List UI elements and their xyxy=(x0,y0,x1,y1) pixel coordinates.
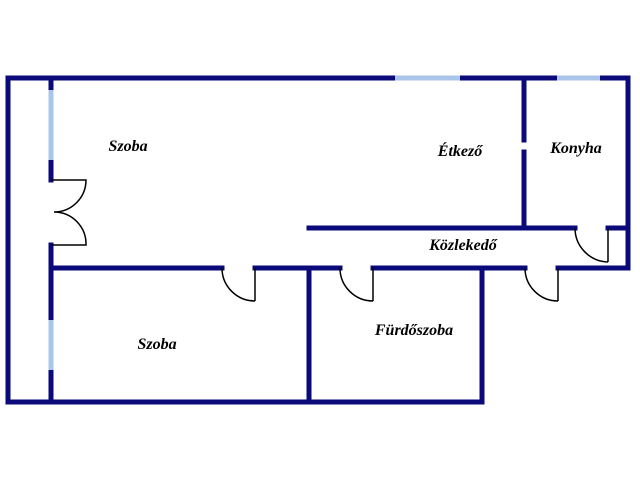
windows xyxy=(48,75,600,370)
room-label-kozlekedo: Közlekedő xyxy=(429,237,497,254)
door xyxy=(221,267,256,302)
room-label-konyha: Konyha xyxy=(550,140,602,157)
room-label-etkezo: Étkező xyxy=(437,143,483,160)
doors xyxy=(51,179,609,302)
room-label-szoba-2: Szoba xyxy=(137,336,177,353)
door xyxy=(524,267,559,302)
room-label-furdoszoba: Fürdőszoba xyxy=(374,322,454,339)
door xyxy=(574,227,609,263)
door xyxy=(339,267,374,302)
walls xyxy=(5,75,631,405)
room-label-szoba: Szoba xyxy=(108,138,148,155)
entrance-double-door xyxy=(51,179,87,246)
